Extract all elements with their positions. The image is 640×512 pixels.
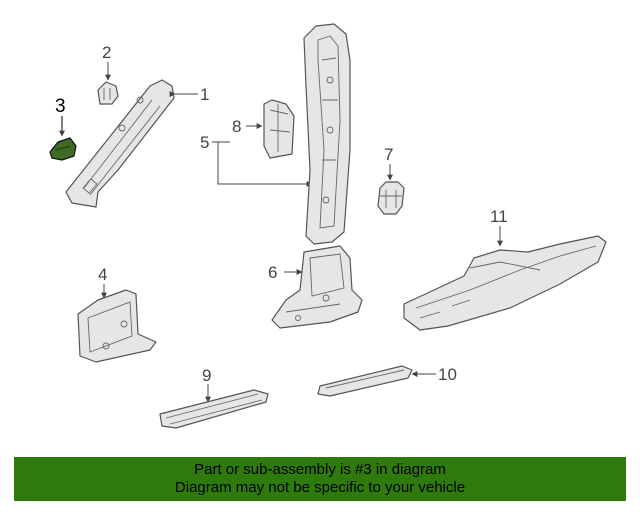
- part-1-pillar-trim[interactable]: 1: [65, 79, 209, 208]
- callout-2: 2: [102, 43, 111, 62]
- callout-8: 8: [232, 117, 241, 136]
- part-4-kick-panel[interactable]: 4: [77, 265, 157, 363]
- callout-3: 3: [55, 96, 66, 117]
- part-5-assembly-bracket: 5: [200, 133, 313, 187]
- callout-4: 4: [98, 265, 107, 284]
- callout-10: 10: [438, 365, 457, 384]
- part-9-front-sill-plate[interactable]: 9: [159, 366, 269, 429]
- callout-1: 1: [200, 85, 209, 104]
- part-7-clip[interactable]: 7: [377, 145, 405, 215]
- part-10-rear-sill-plate[interactable]: 10: [317, 365, 457, 397]
- callout-6: 6: [268, 263, 277, 282]
- fitment-notice-banner: Part or sub-assembly is #3 in diagram Di…: [14, 457, 626, 501]
- callout-9: 9: [202, 366, 211, 385]
- part-3-retainer-highlighted[interactable]: 3: [49, 96, 77, 161]
- parts-diagram: 1 2 3 8 5: [49, 23, 607, 429]
- callout-7: 7: [384, 145, 393, 164]
- part-5-center-pillar-trim[interactable]: [303, 23, 351, 245]
- part-8-upper-trim[interactable]: 8: [232, 99, 295, 159]
- banner-line-2: Diagram may not be specific to your vehi…: [174, 479, 466, 496]
- callout-11: 11: [490, 207, 508, 226]
- callout-5: 5: [200, 133, 209, 152]
- part-11-rear-sill-trim[interactable]: 11: [403, 207, 607, 331]
- part-2-clip[interactable]: 2: [97, 43, 119, 105]
- banner-line-1: Part or sub-assembly is #3 in diagram: [194, 461, 446, 478]
- part-6-lower-pillar-trim[interactable]: 6: [268, 245, 363, 329]
